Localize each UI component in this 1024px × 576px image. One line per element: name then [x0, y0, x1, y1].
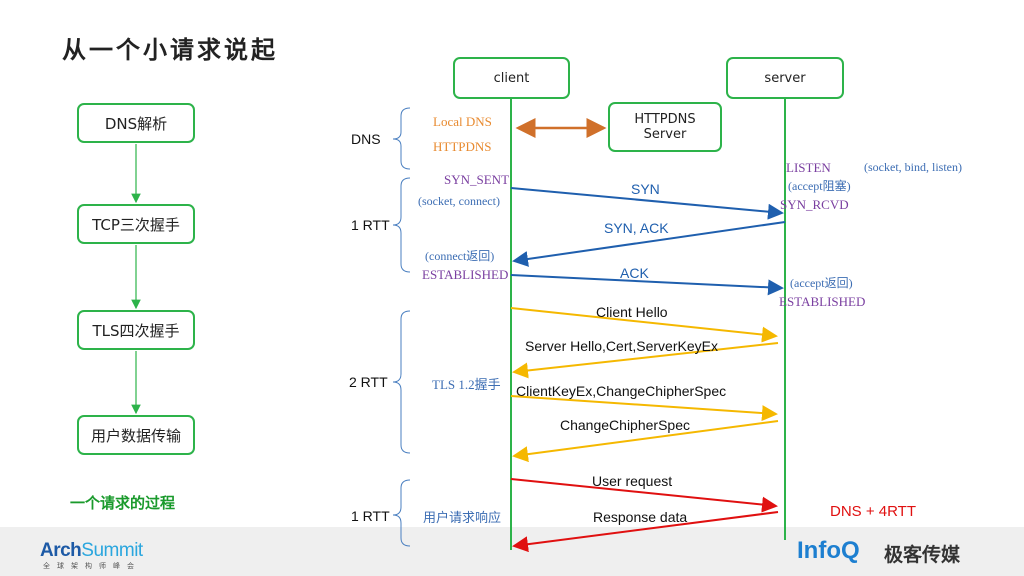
syn-rcvd-label: SYN_RCVD [780, 197, 849, 212]
listen-label: LISTEN [786, 160, 831, 175]
client-key-ex-message: ClientKeyEx,ChangeChipherSpec [516, 383, 727, 399]
flow-caption: 一个请求的过程 [70, 494, 176, 512]
socket-connect-label: (socket, connect) [418, 194, 500, 208]
phase-dns-label: DNS [351, 131, 381, 147]
response-data-arrow [512, 511, 779, 553]
response-data-message: Response data [593, 509, 688, 525]
page-title: 从一个小请求说起 [62, 36, 278, 64]
archsummit-logo-a: Arch [40, 540, 82, 561]
httpdns-server-box: HTTPDNS Server [608, 102, 722, 152]
syn-ack-arrow [512, 221, 786, 267]
server-hello-message: Server Hello,Cert,ServerKeyEx [525, 338, 718, 354]
syn-message: SYN [631, 181, 660, 197]
phase-data-label: 1 RTT [351, 508, 390, 524]
data-note: 用户请求响应 [423, 510, 502, 525]
syn-sent-label: SYN_SENT [444, 172, 510, 187]
ack-arrow [510, 274, 784, 296]
change-cipher-arrow [512, 420, 779, 463]
phase-tcp-label: 1 RTT [351, 217, 390, 233]
change-cipher-message: ChangeChipherSpec [560, 417, 690, 433]
syn-arrow [510, 187, 784, 220]
archsummit-subtitle: 全球架构师峰会 [43, 562, 141, 570]
established-server-label: ESTABLISHED [779, 294, 866, 309]
phase-tls-label: 2 RTT [349, 374, 388, 390]
tls-note: TLS 1.2握手 [432, 377, 501, 392]
ack-message: ACK [620, 265, 649, 281]
socket-bind-listen-label: (socket, bind, listen) [864, 160, 962, 174]
flow-step-dns: DNS解析 [77, 103, 195, 143]
jike-media-logo: 极客传媒 [884, 544, 961, 566]
bracket-dns [392, 107, 411, 170]
user-request-arrow [510, 478, 778, 513]
infoq-logo: InfoQ [797, 537, 860, 564]
flow-step-tls: TLS四次握手 [77, 310, 195, 350]
client-hello-message: Client Hello [596, 304, 668, 320]
httpdns-line2: Server [643, 127, 687, 142]
connect-return-label: (connect返回) [425, 249, 495, 263]
accept-block-label: (accept阻塞) [788, 179, 851, 193]
client-box: client [453, 57, 570, 99]
local-dns-label: Local DNS [433, 114, 492, 129]
client-hello-arrow [510, 307, 778, 343]
user-request-message: User request [592, 473, 673, 489]
server-box: server [726, 57, 844, 99]
syn-ack-message: SYN, ACK [604, 220, 669, 236]
total-latency-note: DNS + 4RTT [830, 503, 916, 520]
httpdns-line1: HTTPDNS [634, 112, 696, 127]
archsummit-logo-b: Summit [81, 540, 143, 561]
flow-step-data: 用户数据传输 [77, 415, 195, 455]
established-client-label: ESTABLISHED [422, 267, 509, 282]
bracket-tls [392, 310, 411, 454]
client-key-ex-arrow [510, 395, 778, 422]
bracket-data [392, 479, 411, 547]
httpdns-label: HTTPDNS [433, 139, 492, 154]
bracket-tcp [392, 177, 411, 273]
archsummit-logo: ArchSummit [40, 540, 143, 562]
flow-step-tcp: TCP三次握手 [77, 204, 195, 244]
accept-return-label: (accept返回) [790, 276, 853, 290]
server-hello-arrow [512, 342, 779, 379]
